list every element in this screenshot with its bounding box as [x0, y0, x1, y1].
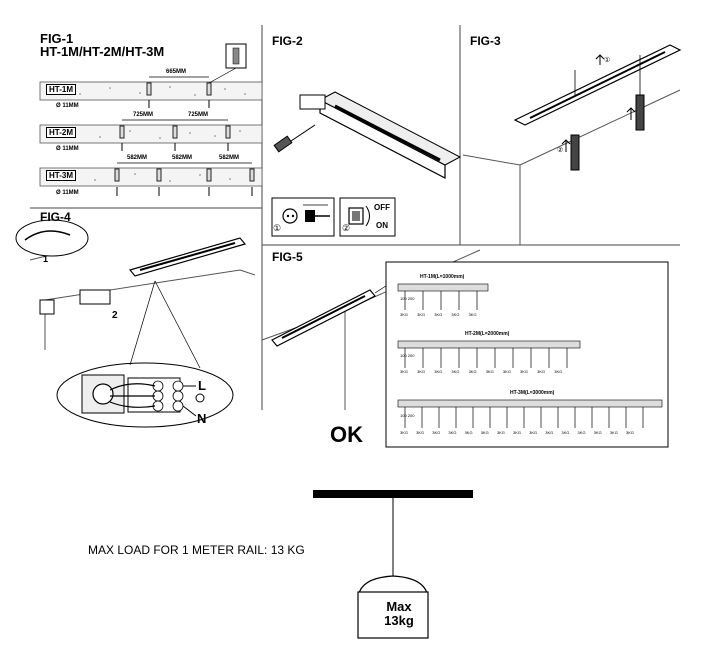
fig3-step-2: ② — [557, 147, 564, 154]
fig1-row-2-spacing: 725MM — [133, 112, 154, 118]
fig1-anchors — [114, 82, 255, 182]
fig5-rail-1-sub: 100 200 — [400, 296, 415, 301]
fig1-row-3-spacing-d: 582MM — [219, 155, 240, 161]
socket-icon — [282, 208, 298, 224]
fig2-rail — [299, 91, 462, 179]
max-load-text: MAX LOAD FOR 1 METER RAIL: 13 KG — [88, 543, 305, 557]
fig4-step-2: 2 — [112, 310, 118, 321]
fig4-terminal-n: N — [197, 411, 207, 426]
fig1-dim-lines — [117, 76, 252, 164]
fig5-rail-1-loads: 3KG 3KG 3KG 3KG 3KG — [400, 312, 477, 317]
plug-icon — [305, 210, 315, 222]
fig1-row-3-label: HT-3M — [46, 170, 76, 181]
fig1-row-2-spacing-b: 725MM — [188, 112, 209, 118]
weight-block — [357, 591, 429, 639]
fig3-title: FIG-3 — [470, 34, 501, 48]
fig4-detail-circle — [15, 219, 89, 257]
fig2-step-2: ② — [342, 223, 351, 233]
ground-icon — [195, 393, 205, 403]
fig5-rail-3-name: HT-3M(L=3000mm) — [510, 390, 555, 396]
fig5-rail-1-name: HT-1M(L=1000mm) — [420, 274, 465, 280]
fig2-unplug-box — [271, 197, 335, 237]
fig5-rail-1-hooks — [404, 291, 478, 310]
fig5-room — [261, 249, 481, 410]
fig5-rail-2-sub: 100 200 — [400, 353, 415, 358]
fig5-load-panel — [385, 261, 669, 448]
fig5-rail-2-loads: 3KG 3KG 3KG 3KG 3KG 3KG 3KG 3KG 3KG 3KG — [400, 369, 563, 374]
fig3-step-1: ① — [604, 57, 611, 64]
fig1-row-3-spacing: 582MM — [127, 155, 148, 161]
fig5-rail-2-hooks — [404, 348, 568, 368]
fig2-step-1: ① — [273, 223, 282, 233]
ok-label: OK — [330, 422, 363, 447]
fig1-row-1-dia: Ø 11MM — [56, 103, 79, 109]
fig5-rail-3-loads: 3KG 3KG 3KG 3KG 3KG 3KG 3KG 3KG 3KG 3KG … — [400, 430, 634, 435]
fig1-row-3-spacing-c: 582MM — [172, 155, 193, 161]
fig4-terminal-l: L — [198, 378, 206, 393]
fig4-step-1: 1 — [43, 254, 49, 264]
max-load-rail — [313, 490, 473, 498]
fig1-subtitle: HT-1M/HT-2M/HT-3M — [40, 44, 165, 59]
fig5-rail-3-hooks — [404, 407, 644, 428]
fig4-title: FIG-4 — [40, 210, 71, 224]
fig1-row-2-label: HT-2M — [46, 127, 76, 138]
fig3-room — [462, 44, 682, 245]
fig1-title: FIG-1 HT-1M/HT-2M/HT-3M — [40, 31, 165, 59]
fig3-screwdrivers — [570, 55, 645, 171]
fig5-rail-2-name: HT-2M(L=2000mm) — [465, 331, 510, 337]
fig2-title: FIG-2 — [272, 34, 303, 48]
fig5-title: FIG-5 — [272, 250, 303, 264]
fig1-arrows — [116, 100, 253, 196]
fig4-room — [29, 237, 256, 350]
fig1-row-2-dia: Ø 11MM — [56, 146, 79, 152]
fig5-rail-bars — [397, 283, 663, 408]
fig1-row-3-dia: Ø 11MM — [56, 190, 79, 196]
fig2-off-label: OFF — [374, 203, 390, 212]
fig1-row-1-spacing: 665MM — [166, 69, 187, 75]
fig5-rail-3-sub: 100 200 — [400, 413, 415, 418]
weight-label: Max 13kg — [384, 599, 414, 628]
fig2-screwdriver-icon — [273, 124, 316, 153]
fig1-row-1-label: HT-1M — [46, 84, 76, 95]
fig2-on-label: ON — [376, 221, 388, 230]
